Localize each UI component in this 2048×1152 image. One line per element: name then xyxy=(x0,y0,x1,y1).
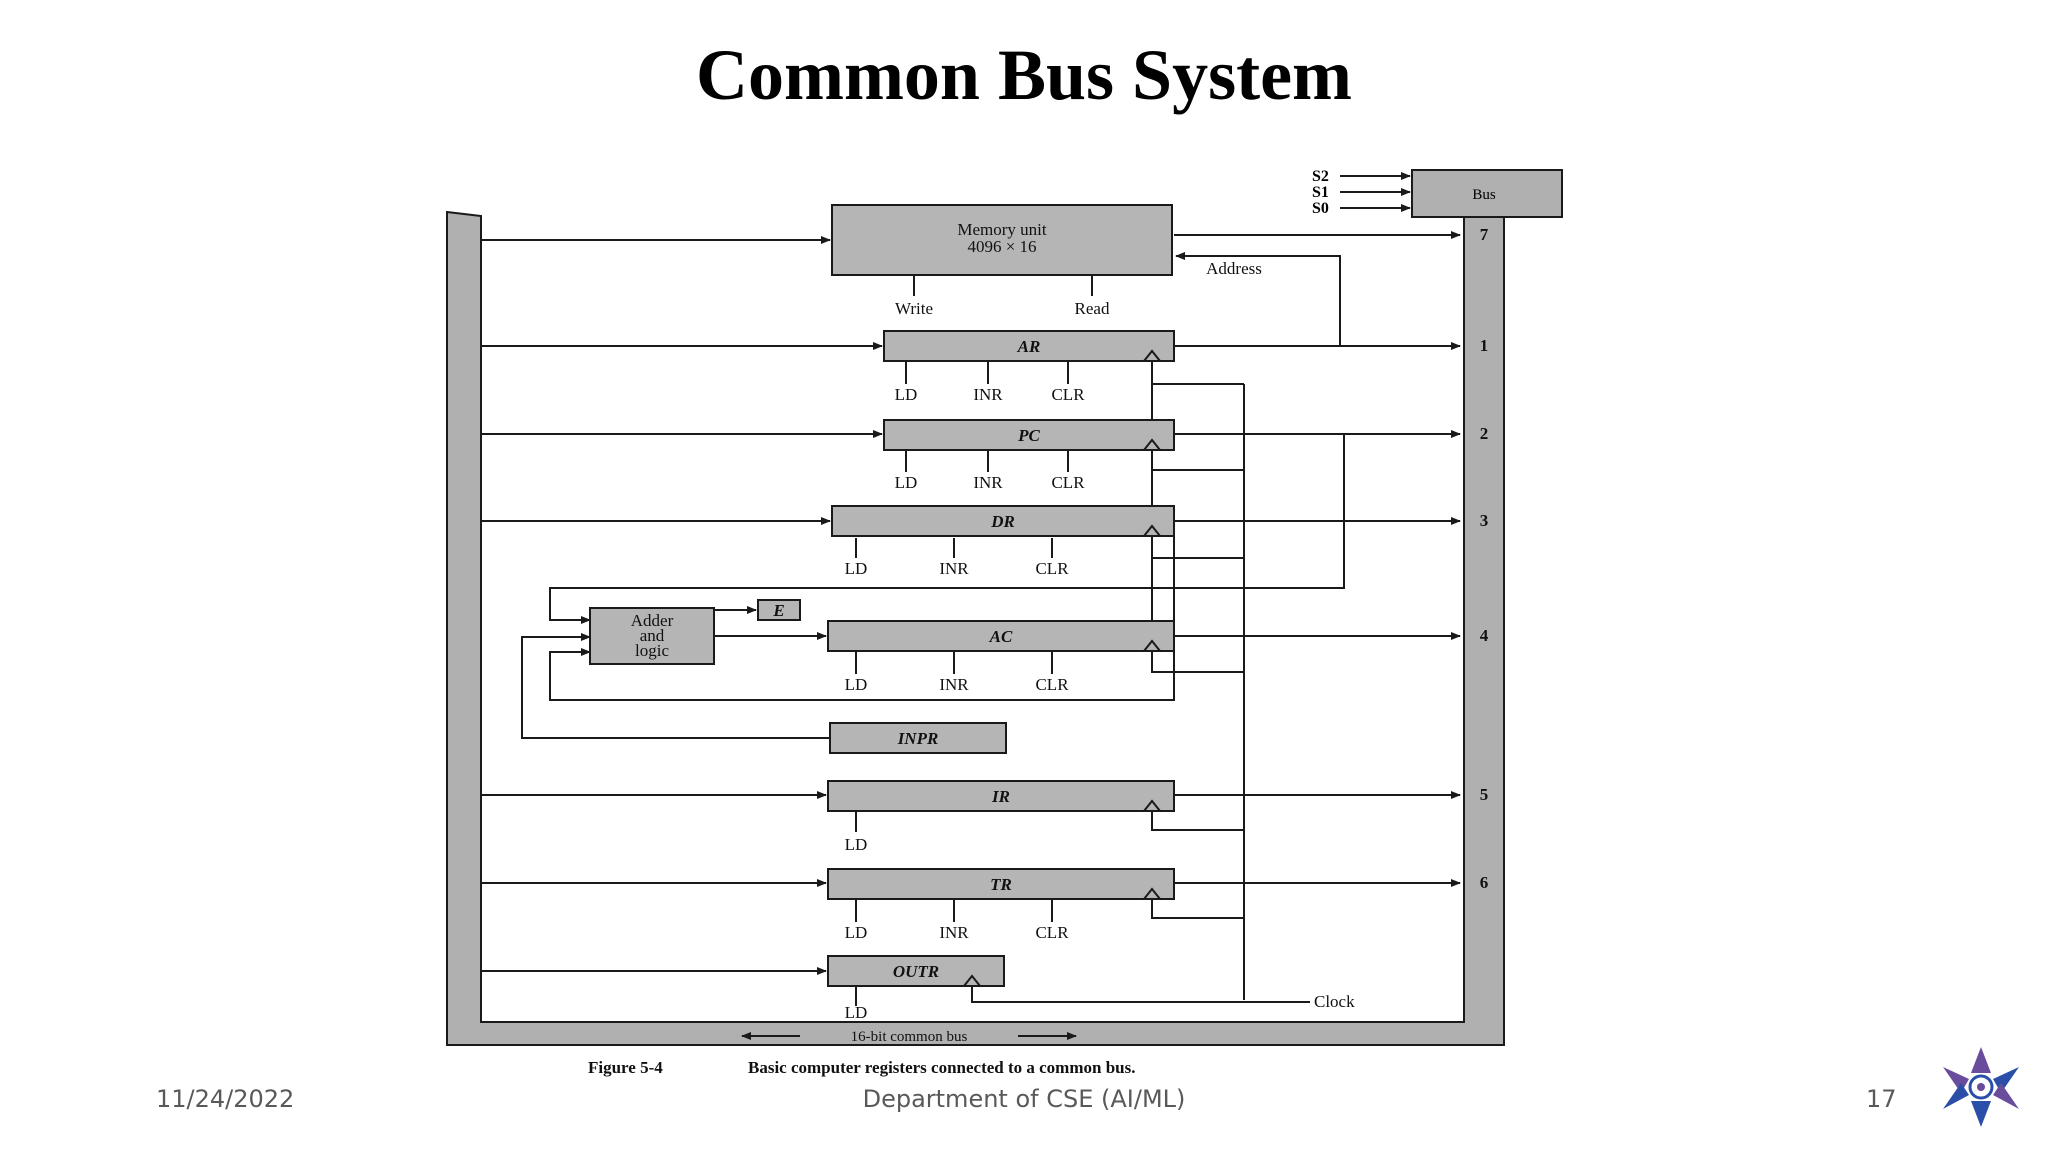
bus-number-1: 1 xyxy=(1480,336,1489,355)
pc-register xyxy=(883,419,1175,451)
write-label: Write xyxy=(895,299,933,318)
memory-line1: Memory unit xyxy=(957,220,1047,239)
bus-number-7: 7 xyxy=(1480,225,1489,244)
footer-department: Department of CSE (AI/ML) xyxy=(862,1085,1186,1113)
tr-clr: CLR xyxy=(1035,923,1069,942)
adder-line1: Adder xyxy=(631,611,674,630)
ar-inr: INR xyxy=(973,385,1003,404)
ac-inr: INR xyxy=(939,675,969,694)
ar-ld: LD xyxy=(895,385,918,404)
outr-label: OUTR xyxy=(893,962,939,981)
bus-number-5: 5 xyxy=(1480,785,1489,804)
clock-inputs xyxy=(963,349,1161,987)
e-flag-box xyxy=(757,599,801,621)
select-s0-label: S0 xyxy=(1312,200,1329,217)
ir-register xyxy=(827,780,1175,812)
footer-date: 11/24/2022 xyxy=(156,1085,295,1113)
bus-number-2: 2 xyxy=(1480,424,1489,443)
pc-ld: LD xyxy=(895,473,918,492)
outr-ld: LD xyxy=(845,1003,868,1022)
pc-inr: INR xyxy=(973,473,1003,492)
dr-register xyxy=(831,505,1175,537)
dr-ld: LD xyxy=(845,559,868,578)
clock-label: Clock xyxy=(1314,992,1355,1011)
ir-ld: LD xyxy=(845,835,868,854)
pc-label: PC xyxy=(1017,426,1040,445)
boxes xyxy=(589,204,1175,987)
tr-ld: LD xyxy=(845,923,868,942)
dr-clr: CLR xyxy=(1035,559,1069,578)
memory-unit-box xyxy=(831,204,1173,276)
bus-number-3: 3 xyxy=(1480,511,1489,530)
bus-select-box xyxy=(1411,169,1563,218)
institution-logo-icon xyxy=(1943,1047,2019,1127)
ar-register xyxy=(883,330,1175,362)
dr-inr: INR xyxy=(939,559,969,578)
footer-page-number: 17 xyxy=(1866,1085,1897,1113)
slide-title: Common Bus System xyxy=(695,35,1353,115)
tr-label: TR xyxy=(990,875,1012,894)
bus-number-6: 6 xyxy=(1480,873,1489,892)
figure-caption-prefix: Figure 5-4 xyxy=(588,1058,663,1077)
ac-clr: CLR xyxy=(1035,675,1069,694)
ar-label: AR xyxy=(1017,337,1041,356)
common-bus-label: 16-bit common bus xyxy=(851,1029,968,1045)
ac-label: AC xyxy=(989,627,1013,646)
bus-number-4: 4 xyxy=(1480,626,1489,645)
figure-caption: Basic computer registers connected to a … xyxy=(748,1058,1136,1077)
ar-clr: CLR xyxy=(1051,385,1085,404)
ac-register xyxy=(827,620,1175,652)
pc-clr: CLR xyxy=(1051,473,1085,492)
select-s1-label: S1 xyxy=(1312,184,1329,201)
memory-line2: 4096 × 16 xyxy=(967,237,1036,256)
address-label: Address xyxy=(1206,259,1262,278)
tr-register xyxy=(827,868,1175,900)
read-label: Read xyxy=(1075,299,1110,318)
adder-line3: logic xyxy=(635,641,669,660)
inpr-register xyxy=(829,722,1007,754)
bus-frame: Bus xyxy=(446,169,1563,1046)
e-flag-label: E xyxy=(772,601,784,620)
adder-logic-box xyxy=(589,607,715,665)
ir-label: IR xyxy=(991,787,1010,806)
ac-ld: LD xyxy=(845,675,868,694)
labels: Memory unit 4096 × 16 Write Read Address… xyxy=(588,220,1489,1077)
outr-register xyxy=(827,955,1005,987)
dr-label: DR xyxy=(990,512,1015,531)
select-lines: S2 S1 S0 xyxy=(1312,168,1411,217)
tr-inr: INR xyxy=(939,923,969,942)
inpr-label: INPR xyxy=(897,729,939,748)
adder-line2: and xyxy=(640,626,665,645)
select-s2-label: S2 xyxy=(1312,168,1329,185)
bus-box-label: Bus xyxy=(1472,187,1496,203)
